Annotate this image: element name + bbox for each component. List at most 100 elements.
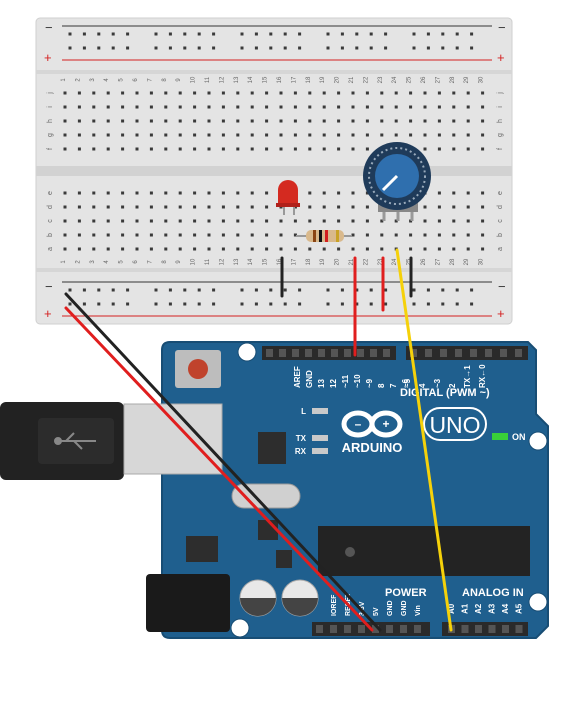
breadboard-hole[interactable] <box>121 133 125 137</box>
breadboard-hole[interactable] <box>437 119 441 123</box>
breadboard-hole[interactable] <box>265 91 269 95</box>
header-pin[interactable] <box>440 349 447 357</box>
breadboard-hole[interactable] <box>293 105 297 109</box>
breadboard-hole[interactable] <box>121 191 125 195</box>
header-pin[interactable] <box>475 625 482 633</box>
rail-hole[interactable] <box>82 288 86 292</box>
breadboard-hole[interactable] <box>92 105 96 109</box>
rail-hole[interactable] <box>298 302 302 306</box>
rail-hole[interactable] <box>412 302 416 306</box>
breadboard-hole[interactable] <box>77 91 81 95</box>
rail-hole[interactable] <box>455 32 459 36</box>
header-pin[interactable] <box>485 349 492 357</box>
rail-hole[interactable] <box>426 288 430 292</box>
header-pin[interactable] <box>316 625 323 633</box>
breadboard-hole[interactable] <box>149 133 153 137</box>
breadboard-hole[interactable] <box>437 105 441 109</box>
rail-hole[interactable] <box>369 32 373 36</box>
breadboard-hole[interactable] <box>178 133 182 137</box>
breadboard-hole[interactable] <box>466 133 470 137</box>
breadboard-hole[interactable] <box>380 133 384 137</box>
breadboard-hole[interactable] <box>193 219 197 223</box>
rail-hole[interactable] <box>97 32 101 36</box>
rail-hole[interactable] <box>197 32 201 36</box>
breadboard-hole[interactable] <box>293 133 297 137</box>
breadboard-hole[interactable] <box>63 219 67 223</box>
rail-hole[interactable] <box>269 288 273 292</box>
breadboard-hole[interactable] <box>135 191 139 195</box>
breadboard-hole[interactable] <box>452 119 456 123</box>
breadboard-hole[interactable] <box>121 247 125 251</box>
rail-hole[interactable] <box>197 302 201 306</box>
rail-hole[interactable] <box>168 46 172 50</box>
breadboard-hole[interactable] <box>466 147 470 151</box>
breadboard-hole[interactable] <box>77 191 81 195</box>
breadboard-hole[interactable] <box>481 147 485 151</box>
header-pin[interactable] <box>266 349 273 357</box>
breadboard-hole[interactable] <box>351 233 355 237</box>
ground-wire[interactable] <box>64 292 382 632</box>
breadboard-hole[interactable] <box>63 205 67 209</box>
breadboard-hole[interactable] <box>106 191 110 195</box>
breadboard-hole[interactable] <box>365 105 369 109</box>
breadboard-hole[interactable] <box>265 247 269 251</box>
breadboard-hole[interactable] <box>207 133 211 137</box>
breadboard-hole[interactable] <box>466 191 470 195</box>
breadboard-hole[interactable] <box>452 219 456 223</box>
rail-hole[interactable] <box>183 302 187 306</box>
breadboard-hole[interactable] <box>135 233 139 237</box>
header-pin[interactable] <box>370 349 377 357</box>
breadboard-hole[interactable] <box>322 205 326 209</box>
rail-hole[interactable] <box>470 302 474 306</box>
rail-hole[interactable] <box>441 46 445 50</box>
header-pin[interactable] <box>414 625 421 633</box>
breadboard-hole[interactable] <box>423 147 427 151</box>
breadboard-hole[interactable] <box>164 205 168 209</box>
breadboard-hole[interactable] <box>178 147 182 151</box>
breadboard-hole[interactable] <box>265 205 269 209</box>
breadboard-hole[interactable] <box>365 133 369 137</box>
breadboard-hole[interactable] <box>193 91 197 95</box>
header-pin[interactable] <box>358 625 365 633</box>
rail-hole[interactable] <box>355 302 359 306</box>
breadboard-hole[interactable] <box>207 247 211 251</box>
breadboard-hole[interactable] <box>279 91 283 95</box>
rail-hole[interactable] <box>126 32 130 36</box>
breadboard-hole[interactable] <box>92 205 96 209</box>
components[interactable] <box>276 142 431 242</box>
rail-hole[interactable] <box>384 46 388 50</box>
breadboard-hole[interactable] <box>164 219 168 223</box>
breadboard-hole[interactable] <box>308 119 312 123</box>
power-wire[interactable] <box>64 306 374 632</box>
breadboard-hole[interactable] <box>193 233 197 237</box>
wires[interactable] <box>64 248 453 632</box>
breadboard-hole[interactable] <box>135 147 139 151</box>
rail-hole[interactable] <box>254 32 258 36</box>
breadboard-hole[interactable] <box>106 133 110 137</box>
breadboard-hole[interactable] <box>135 119 139 123</box>
rail-hole[interactable] <box>82 302 86 306</box>
rail-hole[interactable] <box>97 302 101 306</box>
breadboard-hole[interactable] <box>207 191 211 195</box>
rail-hole[interactable] <box>441 32 445 36</box>
breadboard-hole[interactable] <box>178 91 182 95</box>
breadboard-hole[interactable] <box>466 247 470 251</box>
breadboard-hole[interactable] <box>409 133 413 137</box>
breadboard-hole[interactable] <box>207 105 211 109</box>
breadboard-hole[interactable] <box>409 105 413 109</box>
breadboard-hole[interactable] <box>380 105 384 109</box>
breadboard-hole[interactable] <box>351 119 355 123</box>
breadboard-hole[interactable] <box>308 205 312 209</box>
rail-hole[interactable] <box>326 32 330 36</box>
header-pin[interactable] <box>357 349 364 357</box>
breadboard-hole[interactable] <box>193 105 197 109</box>
breadboard-hole[interactable] <box>135 133 139 137</box>
rail-hole[interactable] <box>412 46 416 50</box>
pin-headers[interactable] <box>262 346 528 636</box>
breadboard-hole[interactable] <box>308 105 312 109</box>
breadboard-hole[interactable] <box>149 205 153 209</box>
header-pin[interactable] <box>488 625 496 633</box>
header-pin[interactable] <box>330 625 337 633</box>
breadboard-hole[interactable] <box>265 147 269 151</box>
breadboard-hole[interactable] <box>135 219 139 223</box>
